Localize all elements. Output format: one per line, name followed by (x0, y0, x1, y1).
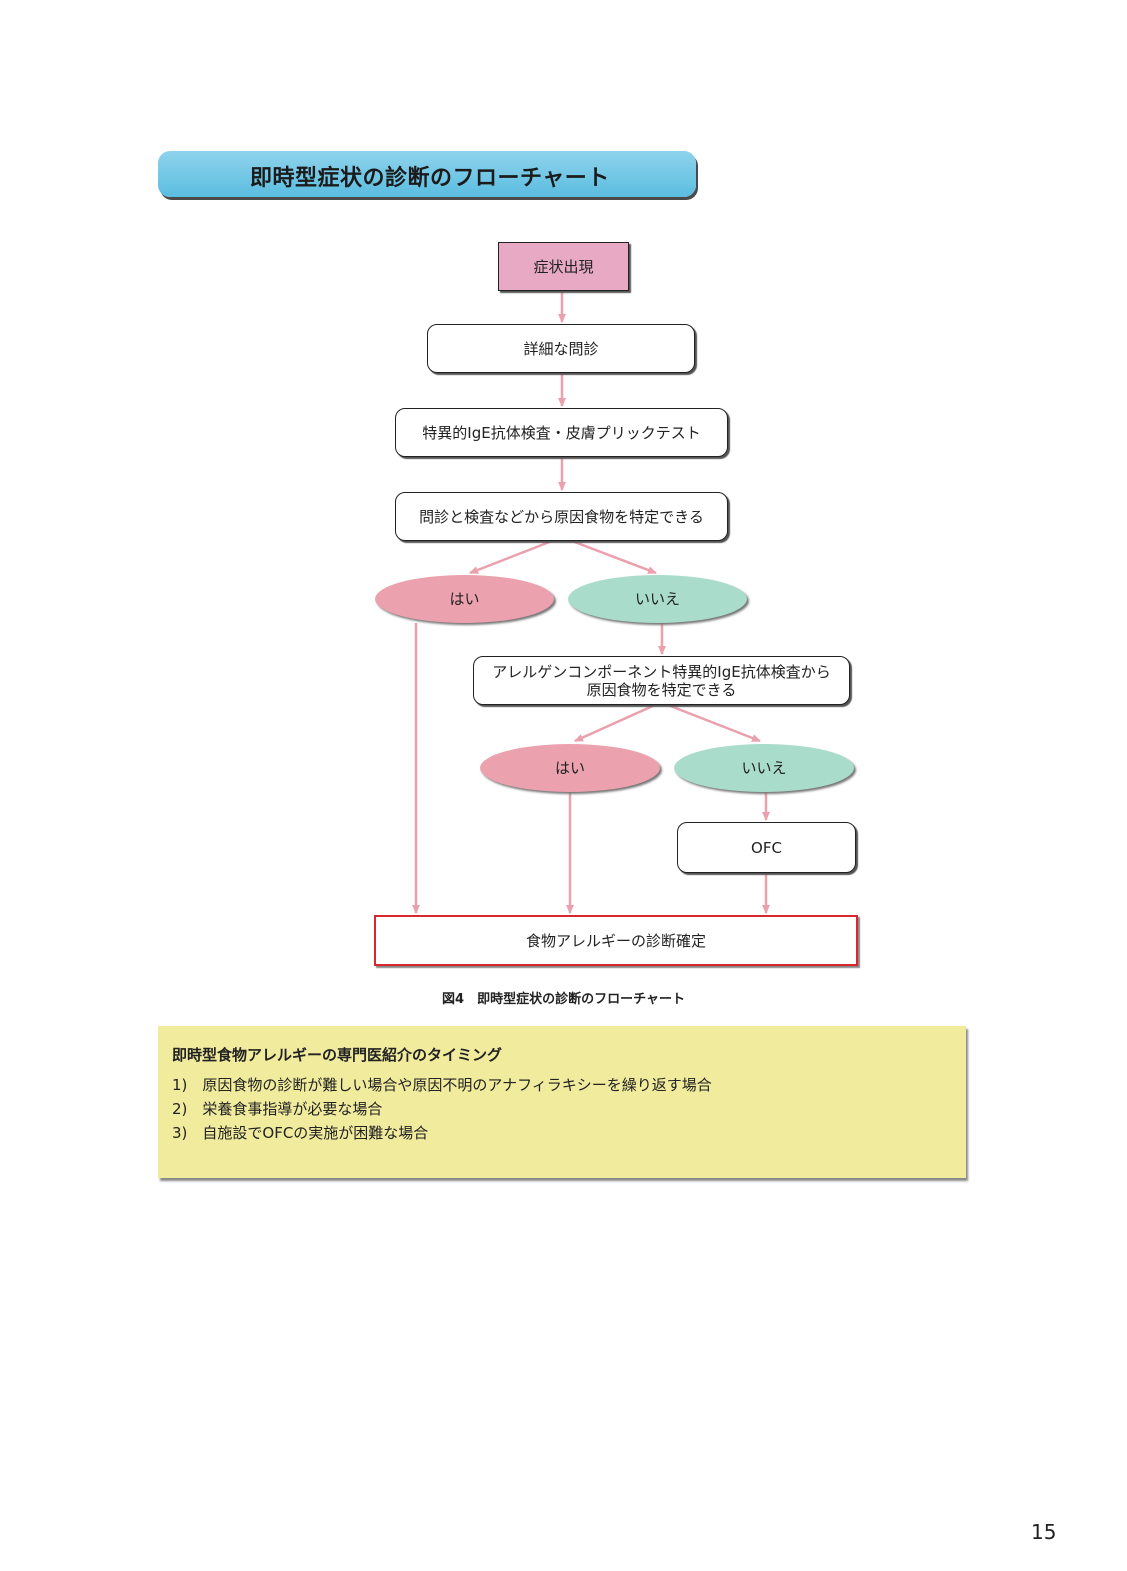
flow-final-label: 食物アレルギーの診断確定 (525, 931, 706, 950)
flow-yes-1-label: はい (449, 590, 480, 608)
page-number: 15 (1031, 1520, 1057, 1544)
section-header: 即時型症状の診断のフローチャート (158, 151, 696, 197)
referral-note-box: 即時型食物アレルギーの専門医紹介のタイミング 1) 原因食物の診断が難しい場合や… (158, 1026, 966, 1178)
flow-no-2-label: いいえ (741, 759, 787, 777)
flow-question-1-label: 問診と検査などから原因食物を特定できる (419, 507, 704, 526)
flow-no-1: いいえ (568, 575, 747, 623)
arrow-q1-to-no1 (571, 539, 657, 575)
flow-yes-2-label: はい (554, 759, 585, 777)
arrow-q2-to-yes2 (574, 703, 656, 743)
section-title: 即時型症状の診断のフローチャート (250, 166, 610, 191)
flow-no-2: いいえ (674, 744, 854, 792)
flow-question-1: 問診と検査などから原因食物を特定できる (395, 492, 728, 541)
flow-start: 症状出現 (498, 242, 629, 291)
flow-question-2-line1: アレルゲンコンポーネント特異的IgE抗体検査から (492, 662, 831, 681)
arrow-q1-to-yes1 (469, 539, 553, 575)
flow-yes-2: はい (480, 744, 660, 792)
figure-caption: 図4 即時型症状の診断のフローチャート (442, 992, 685, 1007)
flow-final: 食物アレルギーの診断確定 (374, 915, 858, 966)
flow-no-1-label: いいえ (634, 590, 680, 608)
flow-step-test-label: 特異的IgE抗体検査・皮膚プリックテスト (422, 423, 701, 442)
flow-ofc-label: OFC (751, 838, 782, 857)
flow-step-interview: 詳細な問診 (427, 324, 695, 373)
flow-start-label: 症状出現 (533, 257, 594, 276)
flow-ofc: OFC (677, 822, 856, 873)
referral-note-title: 即時型食物アレルギーの専門医紹介のタイミング (172, 1046, 503, 1064)
flow-question-2-line2: 原因食物を特定できる (586, 680, 737, 699)
flow-step-interview-label: 詳細な問診 (523, 339, 599, 358)
referral-note-item: 2) 栄養食事指導が必要な場合 (172, 1100, 383, 1118)
flowchart-connectors (412, 291, 770, 914)
referral-note-item: 3) 自施設でOFCの実施が困難な場合 (172, 1124, 429, 1142)
flow-question-2: アレルゲンコンポーネント特異的IgE抗体検査から 原因食物を特定できる (473, 656, 850, 705)
arrow-q2-to-no2 (667, 703, 761, 743)
flow-step-test: 特異的IgE抗体検査・皮膚プリックテスト (395, 408, 728, 457)
flow-yes-1: はい (375, 575, 554, 623)
referral-note-item: 1) 原因食物の診断が難しい場合や原因不明のアナフィラキシーを繰り返す場合 (172, 1076, 712, 1094)
